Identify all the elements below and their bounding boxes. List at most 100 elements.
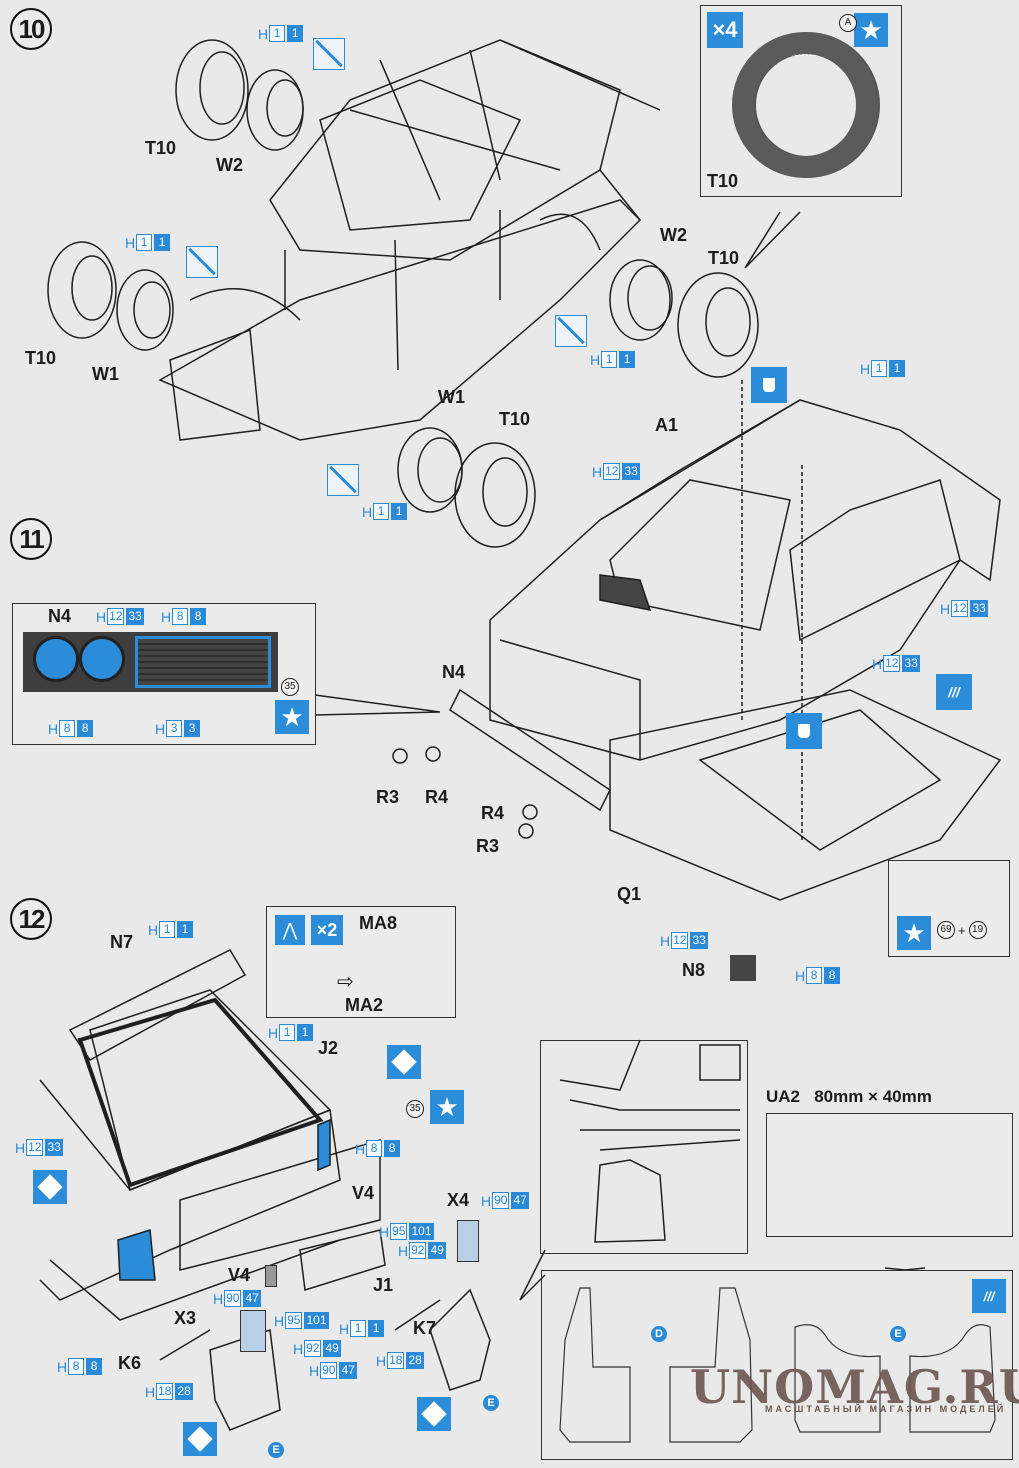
- grille-callout-pointer: [314, 694, 441, 716]
- paint-prefix: H: [860, 360, 871, 377]
- ua2-sheet-outline: [766, 1113, 1013, 1237]
- front-bumper-drawing: [392, 688, 611, 839]
- paint-code-filled: 8: [86, 1358, 103, 1375]
- grille-panel: [23, 632, 278, 692]
- paint-code-outline: 1: [136, 234, 153, 251]
- headlight-left: [33, 636, 79, 682]
- x3-part: [240, 1310, 266, 1352]
- paint-code-outline: 1: [159, 921, 176, 938]
- paint-prefix: H: [481, 1192, 492, 1209]
- decal-star-icon: ★: [430, 1090, 464, 1124]
- paint-code-filled: 33: [622, 463, 640, 480]
- paint-code-filled: 33: [690, 932, 708, 949]
- paint-code-outline: 90: [492, 1192, 510, 1209]
- part-label-r3: R3: [476, 836, 500, 856]
- mudflap-template-sheet: /// D E: [541, 1270, 1013, 1460]
- paint-code-filled: 8: [190, 608, 207, 625]
- paint-code-outline: 1: [871, 360, 888, 377]
- paint-code-filled: 1: [619, 351, 636, 368]
- no-glue-icon: [555, 315, 587, 347]
- paint-prefix: H: [57, 1358, 68, 1375]
- paint-prefix: H: [362, 503, 373, 520]
- paint-code-filled: 33: [902, 655, 920, 672]
- paint-code-outline: 18: [156, 1383, 174, 1400]
- paint-prefix: H: [125, 234, 136, 251]
- part-label-t10: T10: [499, 409, 531, 429]
- paint-prefix: H: [940, 600, 951, 617]
- rear-window-decal-callout: ★ 69 + 19: [888, 860, 1010, 957]
- drill-hole-icon: [751, 367, 787, 403]
- paint-code-filled: 1: [368, 1320, 385, 1337]
- blue-panel-left: [117, 1229, 156, 1281]
- ua2-label: UA2 80mm × 40mm: [766, 1087, 932, 1107]
- arrow-right-icon: ⇨: [337, 971, 354, 993]
- paint-prefix: H: [213, 1290, 224, 1307]
- decal-diamond-icon: [417, 1397, 451, 1431]
- part-label-x3: X3: [174, 1308, 197, 1328]
- part-label-w1: W1: [92, 364, 119, 384]
- part-label-r4: R4: [425, 787, 449, 807]
- paint-code-outline: 12: [603, 463, 621, 480]
- paint-code-filled: 8: [384, 1140, 401, 1157]
- paint-prefix: H: [96, 608, 107, 625]
- paint-prefix: H: [379, 1223, 390, 1240]
- paint-code-filled: 1: [154, 234, 171, 251]
- blue-panel-right: [317, 1118, 331, 1172]
- paint-code-outline: 95: [390, 1223, 408, 1240]
- chassis-drawing: [158, 39, 661, 441]
- paint-code-filled: 33: [45, 1139, 63, 1156]
- paint-code-filled: 1: [889, 360, 906, 377]
- part-label-j2: J2: [318, 1038, 339, 1058]
- decal-star-icon: ★: [897, 916, 931, 950]
- part-label-n7: N7: [110, 932, 134, 952]
- paint-code-filled: 47: [243, 1290, 261, 1307]
- part-label-k7: K7: [413, 1318, 437, 1338]
- v4-part: [265, 1265, 277, 1287]
- paint-prefix: H: [148, 921, 159, 938]
- part-label-a1: A1: [655, 415, 679, 435]
- tire-decal-callout: ×4 ★ A MICHELIN T10: [700, 5, 902, 197]
- decal-number-19: 19: [968, 921, 987, 939]
- mudflap-detail-drawing: [559, 1039, 741, 1243]
- martini-decal-icon: ///: [936, 674, 972, 710]
- paint-code-outline: 8: [806, 967, 823, 984]
- paint-code-outline: 12: [883, 655, 901, 672]
- decal-sheet-e-marker: E: [268, 1442, 284, 1458]
- paint-code-outline: 8: [366, 1140, 383, 1157]
- paint-code-outline: 1: [279, 1024, 296, 1041]
- paint-code-filled: 47: [339, 1362, 357, 1379]
- paint-prefix: H: [355, 1140, 366, 1157]
- paint-code-outline: 95: [285, 1312, 303, 1329]
- part-label-t10: T10: [25, 348, 57, 368]
- part-label-ma8: MA8: [359, 913, 398, 933]
- paint-code-filled: 101: [304, 1312, 329, 1329]
- quantity-badge: ×4: [707, 12, 743, 48]
- paint-prefix: H: [339, 1320, 350, 1337]
- paint-prefix: H: [376, 1352, 387, 1369]
- part-label-n4: N4: [442, 662, 466, 682]
- paint-prefix: H: [258, 25, 269, 42]
- paint-prefix: H: [309, 1362, 320, 1379]
- part-label-w1: W1: [438, 387, 465, 407]
- paint-code-filled: 28: [175, 1383, 193, 1400]
- grille-mesh: [135, 636, 271, 688]
- paint-prefix: H: [155, 720, 166, 737]
- mudflap-detail-callout: [540, 1040, 748, 1254]
- paint-code-outline: 12: [671, 932, 689, 949]
- paint-code-outline: 8: [172, 608, 189, 625]
- paint-code-outline: 90: [224, 1290, 242, 1307]
- watermark-title: UNOMAG.RU: [690, 1360, 1019, 1414]
- part-label-ma2: MA2: [345, 995, 384, 1015]
